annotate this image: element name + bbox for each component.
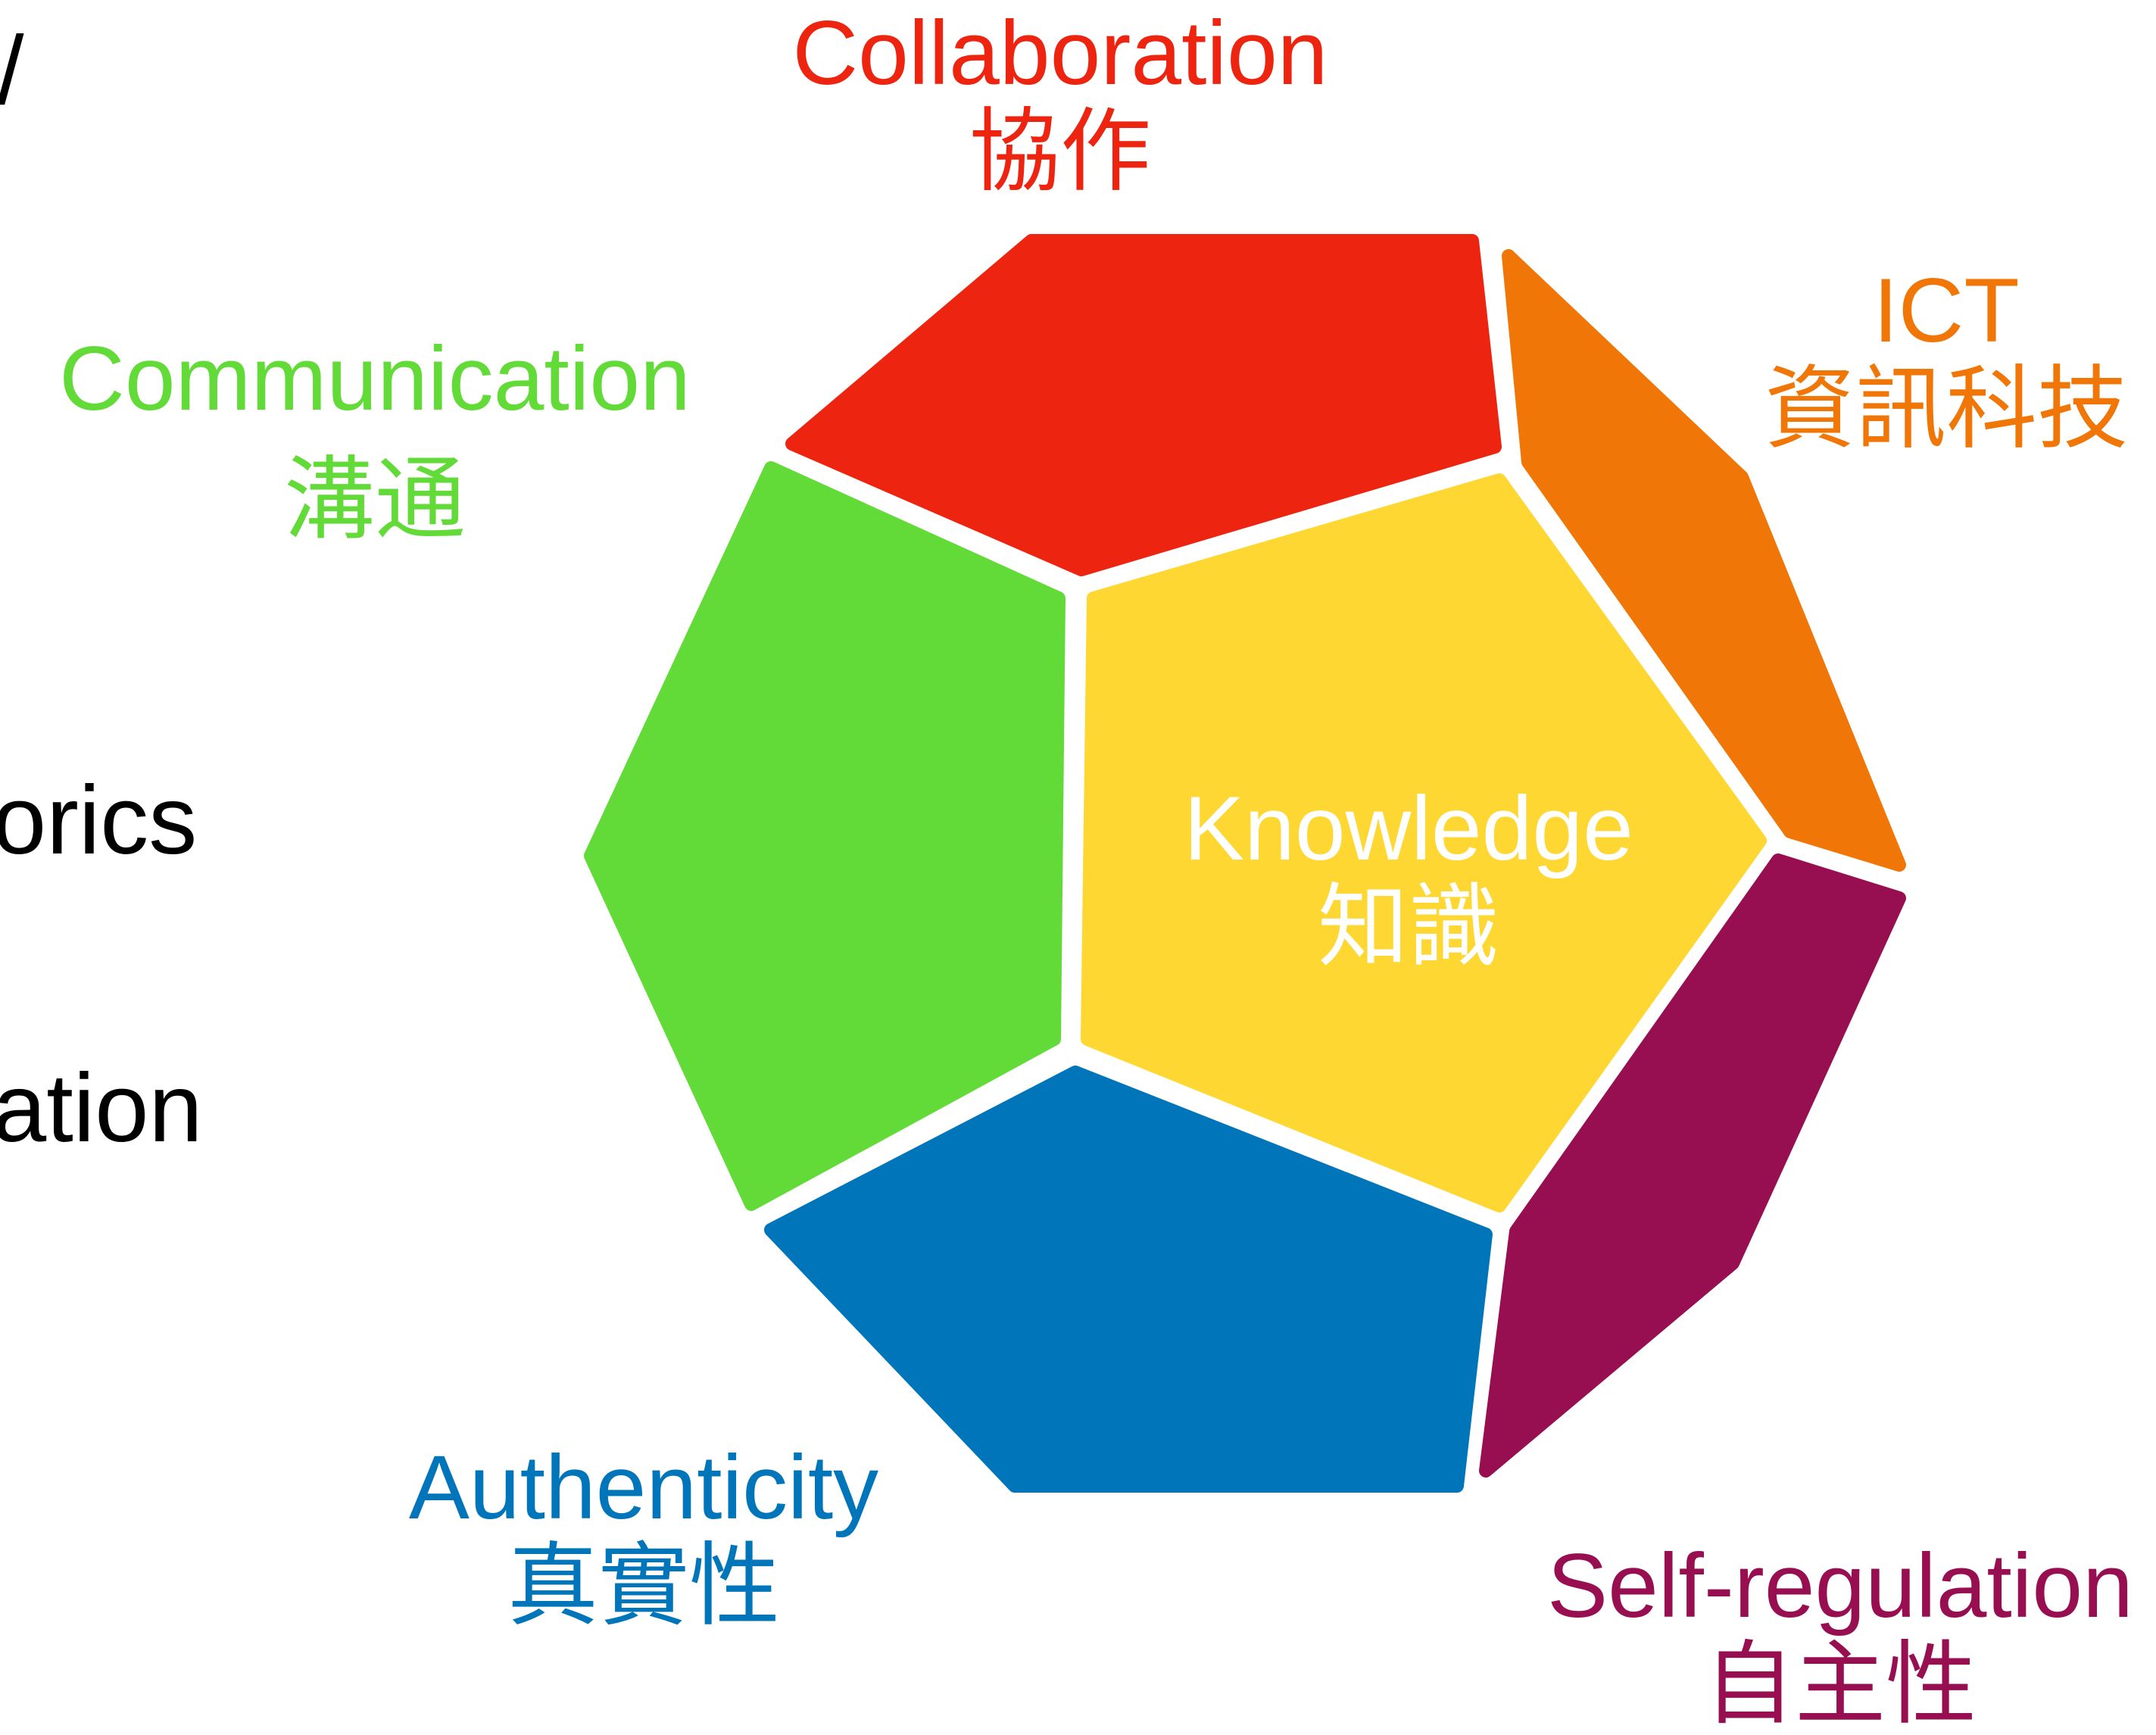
label-collaboration-zh: 協作 [969,100,1151,202]
label-ict: ICT 資訊科技 [1734,260,2156,460]
label-communication-en: Communication [59,328,691,429]
clipped-edge-text-top: / [0,15,24,126]
label-collaboration: Collaboration 協作 [757,2,1363,202]
face-collaboration [785,234,1502,576]
label-self-regulation-zh: 自主性 [1704,1633,1977,1735]
label-knowledge-en: Knowledge [1184,778,1633,879]
label-self-regulation-en: Self-regulation [1547,1535,2133,1637]
label-authenticity-en: Authenticity [408,1437,879,1538]
label-collaboration-en: Collaboration [792,2,1328,104]
label-knowledge-zh: 知識 [1318,875,1499,978]
label-authenticity-zh: 真實性 [507,1534,780,1637]
label-knowledge: Knowledge 知識 [1106,778,1711,978]
label-ict-en: ICT [1873,260,2020,361]
face-self-regulation [1479,853,1906,1478]
label-ict-zh: 資訊科技 [1764,357,2128,460]
label-communication-zh: 溝通 [284,448,466,551]
clipped-edge-text-middle: orics [0,766,198,875]
clipped-edge-text-lower: ation [0,1054,203,1162]
face-communication [584,461,1066,1211]
face-ict [1502,249,1906,872]
label-authenticity: Authenticity 真實性 [356,1437,931,1637]
label-self-regulation: Self-regulation 自主性 [1515,1537,2156,1733]
label-communication: Communication 溝通 [15,328,735,551]
face-knowledge [1081,473,1767,1212]
face-authenticity [764,1066,1493,1493]
